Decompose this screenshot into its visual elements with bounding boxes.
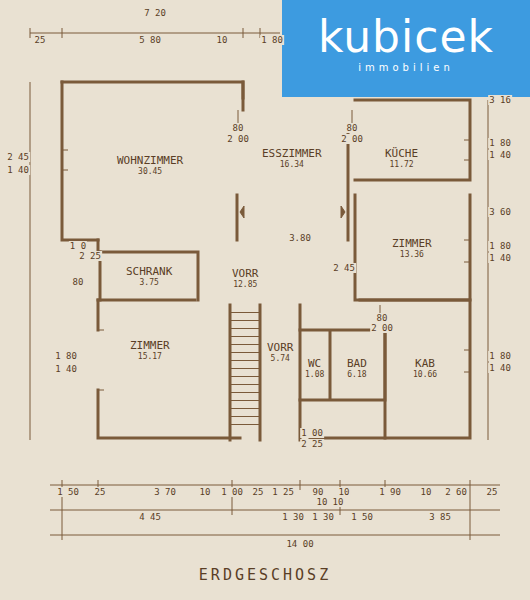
dimension-label: 10 [316, 497, 329, 507]
room-name: ZIMMER [392, 237, 432, 250]
dimension-label: 1 80 [488, 138, 512, 148]
dimension-label: 2 25 [300, 439, 324, 449]
dimension-label: 1 0 [69, 241, 87, 251]
dimension-label: 25 [34, 35, 47, 45]
room-name: SCHRANK [126, 265, 172, 278]
dimension-label: 1 40 [6, 165, 30, 175]
room-label: KÜCHE11.72 [382, 146, 421, 171]
room-name: VORR [232, 267, 259, 280]
dimension-label: 14 00 [285, 539, 314, 549]
dimension-label: 5 80 [138, 35, 162, 45]
room-area: 3.75 [126, 278, 172, 288]
dimension-label: 3 16 [488, 95, 512, 105]
dimension-label: 1 80 [260, 35, 284, 45]
room-label: VORR12.85 [229, 266, 262, 291]
room-name: ESSZIMMER [262, 147, 322, 160]
dimension-label: 2 00 [226, 134, 250, 144]
room-area: 6.18 [347, 370, 367, 380]
dimension-label: 1 50 [350, 512, 374, 522]
dimension-label: 7 20 [143, 8, 167, 18]
dimension-label: 2 00 [370, 323, 394, 333]
dimension-label: 10 [332, 497, 345, 507]
room-label: BAD6.18 [344, 356, 370, 381]
room-label: KAB10.66 [410, 356, 440, 381]
dimension-label: 10 [199, 487, 212, 497]
room-area: 15.17 [130, 352, 170, 362]
dimension-label: 1 50 [56, 487, 80, 497]
dimension-label: 3 60 [488, 207, 512, 217]
room-area: 12.85 [232, 280, 259, 290]
dimension-label: 1 80 [488, 351, 512, 361]
room-name: VORR [267, 341, 294, 354]
dimension-label: 1 00 [300, 428, 324, 438]
dimension-label: 2 00 [340, 134, 364, 144]
dimension-label: 1 80 [488, 241, 512, 251]
dimension-label: 3 70 [153, 487, 177, 497]
dimension-label: 1 40 [488, 150, 512, 160]
dimension-label: 1 30 [281, 512, 305, 522]
dimension-label: 25 [252, 487, 265, 497]
dimension-label: 1 80 [54, 351, 78, 361]
room-area: 13.36 [392, 250, 432, 260]
logo-box: kubicekimmobilien [282, 0, 530, 97]
room-area: 10.66 [413, 370, 437, 380]
dimension-label: 1 40 [488, 253, 512, 263]
dimension-label: 1 40 [488, 363, 512, 373]
room-name: KAB [413, 357, 437, 370]
room-name: WC [305, 357, 324, 370]
dimension-label: 25 [486, 487, 499, 497]
room-area: 1.08 [305, 370, 324, 380]
logo-text: kubicek [282, 12, 530, 62]
room-label: WC1.08 [302, 356, 327, 381]
dimension-label: 4 45 [138, 512, 162, 522]
dimension-label: 2 45 [332, 263, 356, 273]
room-label: ZIMMER13.36 [389, 236, 435, 261]
dimension-label: 2 45 [6, 152, 30, 162]
dimension-label: 3 85 [428, 512, 452, 522]
room-label: WOHNZIMMER30.45 [114, 153, 186, 178]
dimension-label: 1 90 [378, 487, 402, 497]
dimension-label: 80 [346, 123, 359, 133]
dimension-label: 90 [312, 487, 325, 497]
room-area: 16.34 [262, 160, 322, 170]
room-name: KÜCHE [385, 147, 418, 160]
room-label: SCHRANK3.75 [123, 264, 175, 289]
dimension-label: 1 40 [54, 364, 78, 374]
logo-subtext: immobilien [282, 62, 530, 74]
dimension-label: 80 [232, 123, 245, 133]
room-label: ESSZIMMER16.34 [259, 146, 325, 171]
dimension-label: 1 25 [271, 487, 295, 497]
room-area: 5.74 [267, 354, 294, 364]
dimension-label: 2 25 [78, 251, 102, 261]
dimension-label: 1 00 [220, 487, 244, 497]
dimension-label: 80 [72, 277, 85, 287]
room-name: WOHNZIMMER [117, 154, 183, 167]
dimension-label: 10 [338, 487, 351, 497]
room-area: 11.72 [385, 160, 418, 170]
dimension-label: 10 [420, 487, 433, 497]
dimension-label: 80 [376, 313, 389, 323]
room-name: ZIMMER [130, 339, 170, 352]
dimension-label: 3.80 [288, 233, 312, 243]
plan-title: ERDGESCHOSZ [199, 566, 331, 584]
room-label: ZIMMER15.17 [127, 338, 173, 363]
room-name: BAD [347, 357, 367, 370]
room-label: VORR5.74 [264, 340, 297, 365]
dimension-label: 1 30 [311, 512, 335, 522]
dimension-label: 25 [94, 487, 107, 497]
dimension-label: 2 60 [444, 487, 468, 497]
room-area: 30.45 [117, 167, 183, 177]
dimension-label: 10 [216, 35, 229, 45]
